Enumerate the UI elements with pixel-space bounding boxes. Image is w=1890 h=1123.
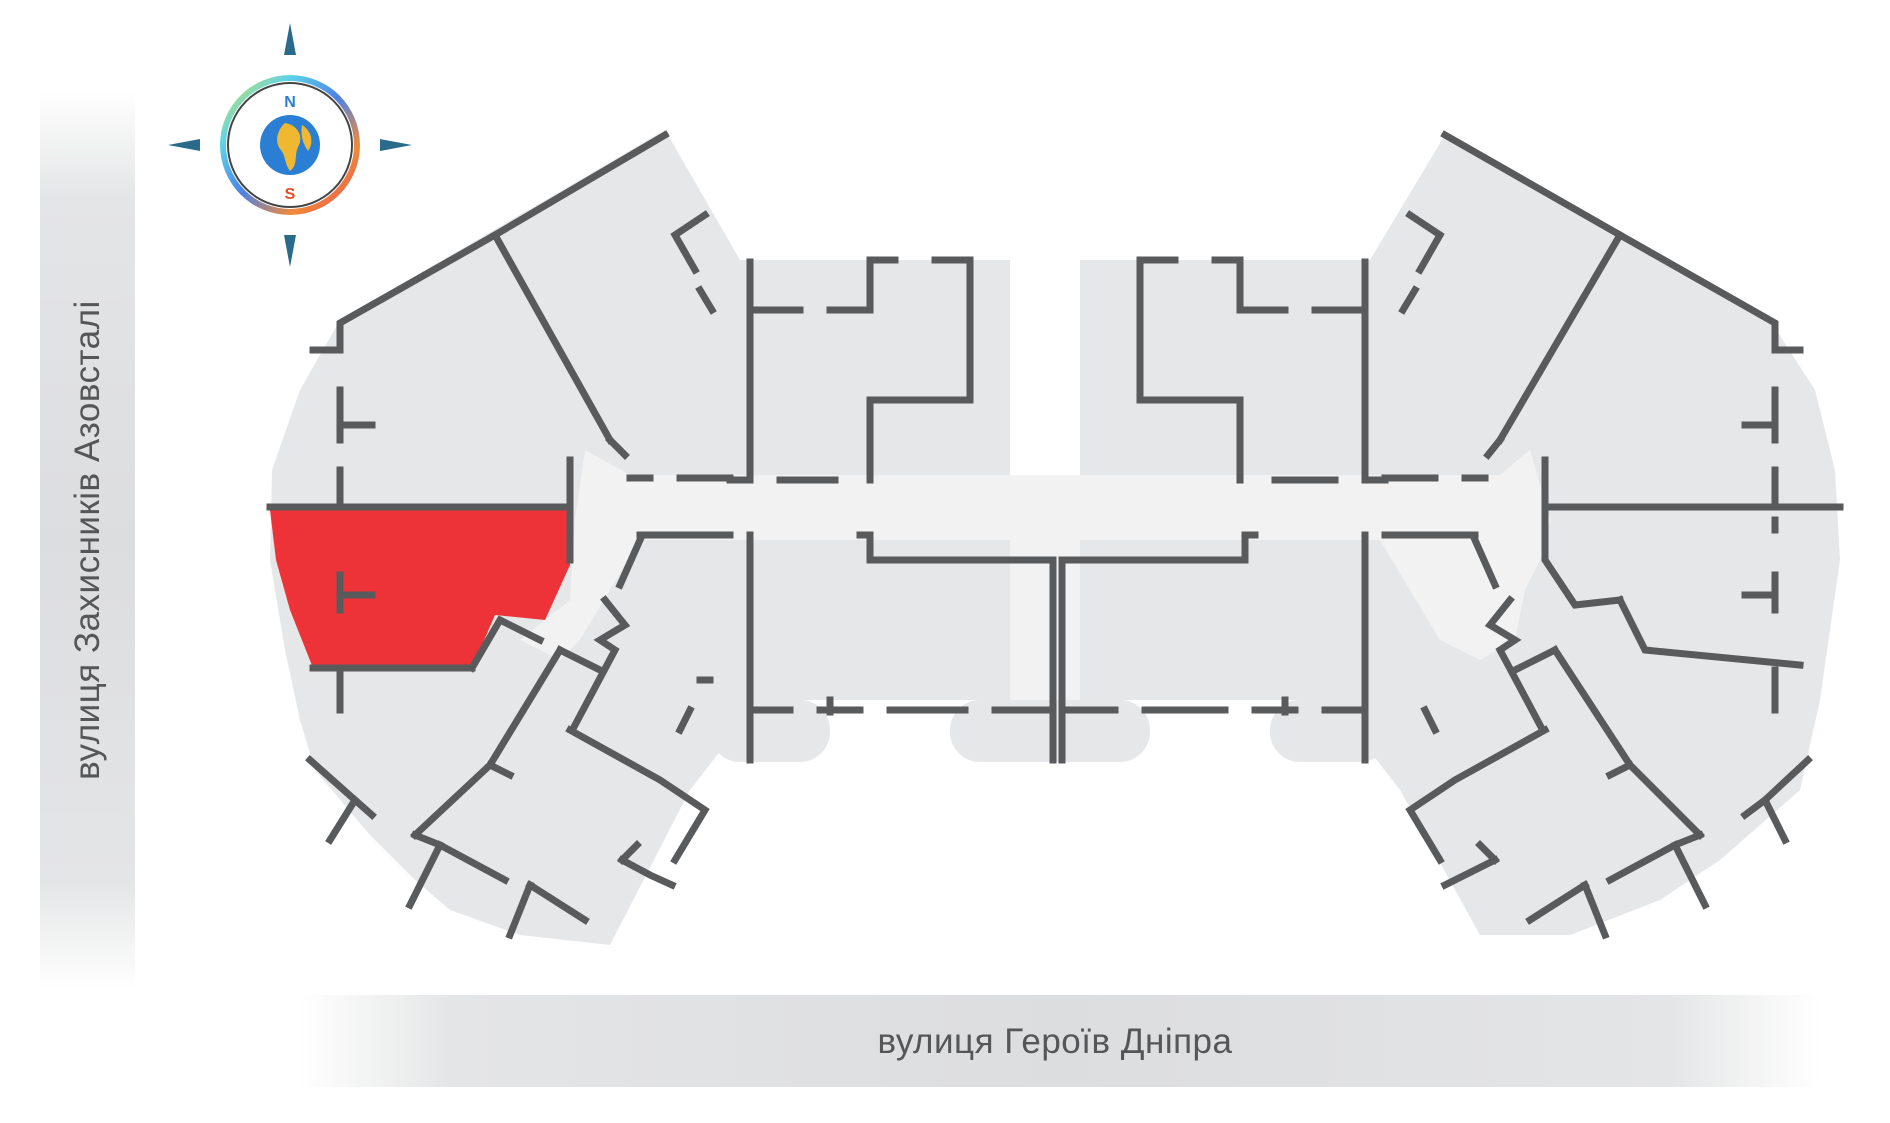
compass-north-label: N	[284, 94, 296, 111]
street-label-bottom: вулиця Героїв Дніпра	[877, 1022, 1233, 1061]
street-band-bottom	[300, 995, 1820, 1087]
compass-needle-north	[284, 23, 296, 55]
compass-rose: N S	[168, 23, 412, 267]
compass-needle-west	[168, 139, 200, 151]
walls	[266, 130, 1844, 940]
highlighted-apartment[interactable]	[270, 510, 570, 668]
corridor	[520, 450, 1550, 700]
street-band-left	[40, 90, 135, 990]
compass-needle-east	[380, 139, 412, 151]
compass-south-label: S	[285, 186, 296, 203]
street-label-left: вулиця Захисників Азовсталі	[68, 300, 107, 780]
compass-needle-south	[284, 235, 296, 267]
